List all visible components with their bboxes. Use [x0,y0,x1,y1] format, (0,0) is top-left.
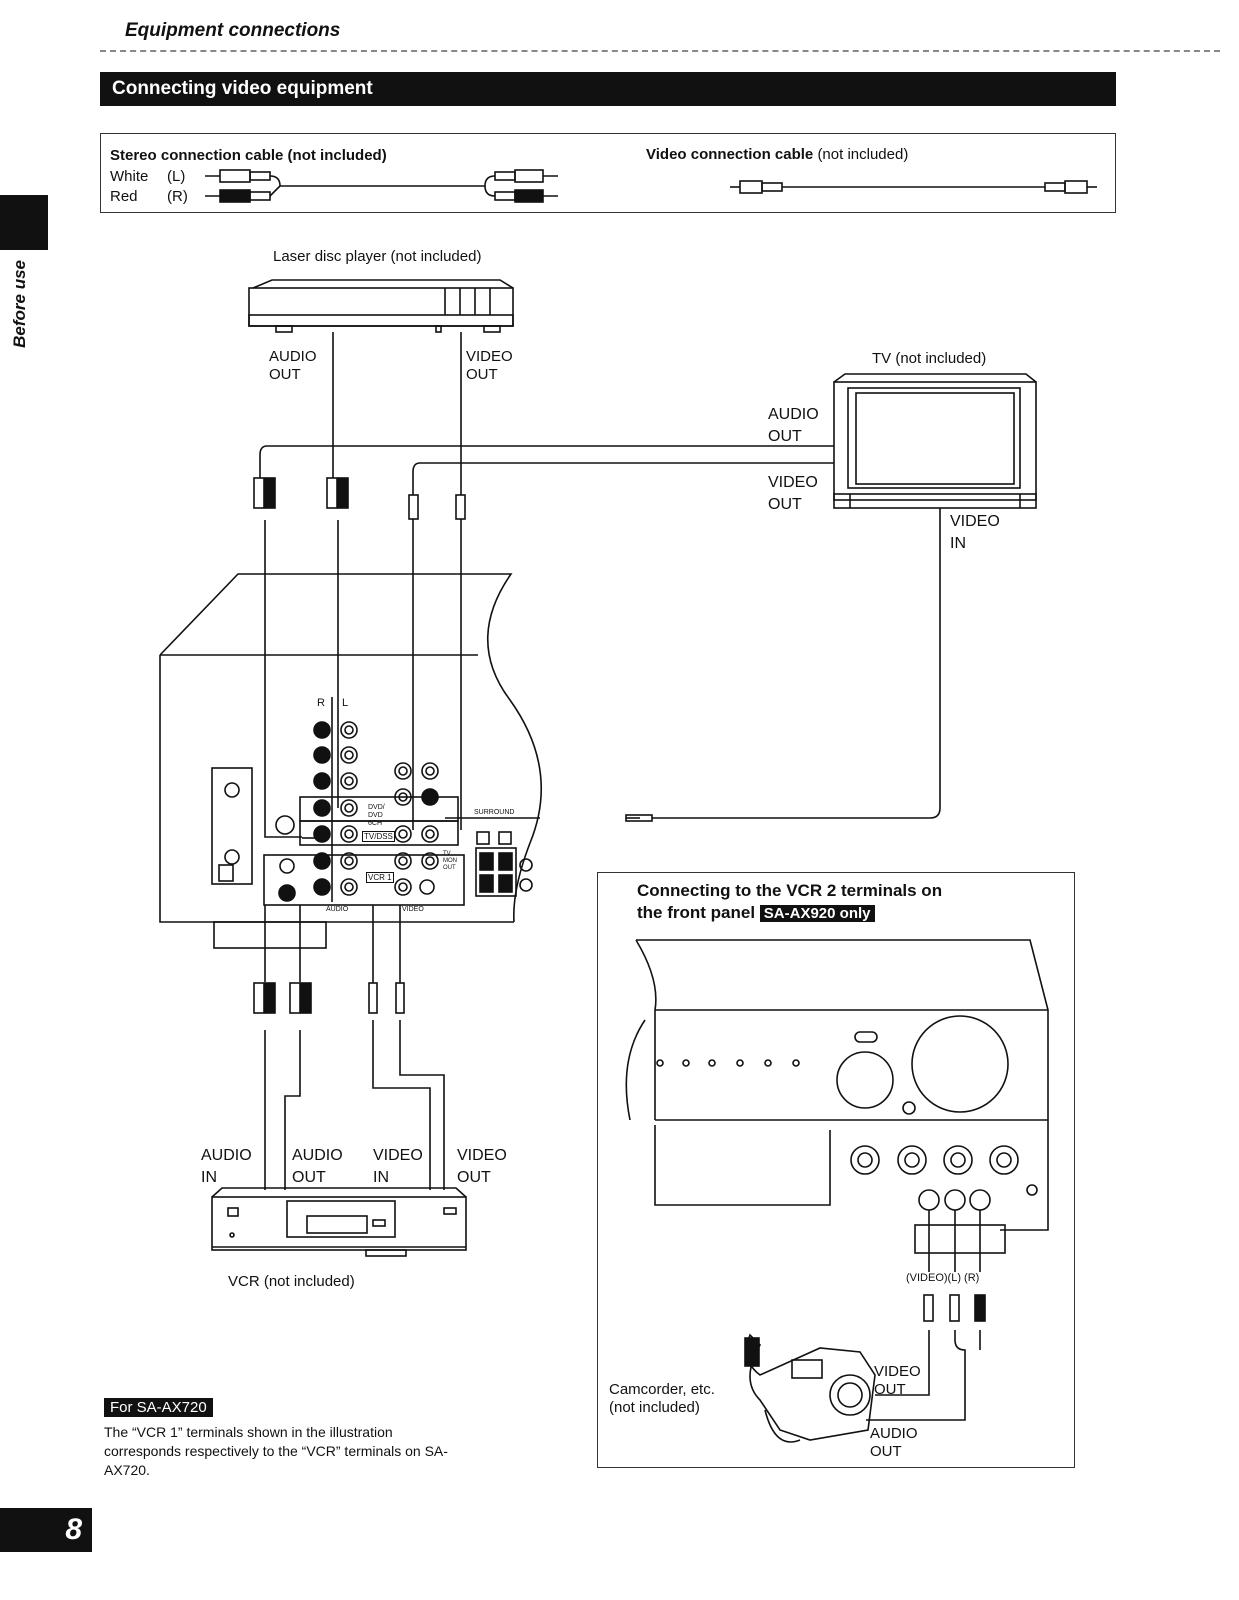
page-header: Equipment connections [125,20,341,41]
upper-plugs [253,477,466,520]
vcr2-inset-box [597,872,1075,1468]
video-group-label: VIDEO [402,906,424,913]
laser-disc-label: Laser disc player (not included) [273,248,482,265]
audio-group-label: AUDIO [326,906,349,913]
receiver-rear-drawing: R L [159,573,543,949]
camcorder-drawing [744,1333,876,1443]
red-channel: (R) [167,188,188,205]
video-cable-title: Video connection cable [646,146,814,163]
r-channel-label: R [317,697,325,709]
dvd-jack-label: DVD/ DVD 6CH [368,804,385,827]
video-cable-drawing [730,180,1097,194]
model-badge: SA-AX920 only [759,905,875,922]
tv-drawing [833,373,1037,509]
lower-plugs [253,982,405,1014]
monitor-out-label: TV MON OUT [443,851,457,871]
side-tab-marker [0,195,48,250]
tv-label: TV (not included) [872,350,987,367]
vcr-drawing [211,1187,467,1257]
cables-lower [264,905,445,1190]
front-panel-drawing [625,939,1049,1421]
white-channel: (L) [167,168,186,185]
video-cable-note: (not included) [817,146,909,163]
cable-legend-box [100,133,1116,213]
surround-label: SURROUND [474,809,515,816]
stereo-cable-drawing [205,169,558,203]
note-text: The “VCR 1” terminals shown in the illus… [104,1424,448,1478]
header-rule [100,50,1220,52]
red-label: Red [110,188,138,205]
cables-upper [259,332,941,839]
laser-disc-player-drawing [248,279,514,333]
l-channel-label: L [342,697,348,709]
front-plugs [923,1294,986,1322]
page-number: 8 [0,1508,92,1552]
note-badge: For SA-AX720 [104,1398,213,1417]
vcr-label: VCR (not included) [228,1273,355,1290]
front-jack-labels: (VIDEO)(L) (R) [906,1272,980,1284]
section-title: Connecting video equipment [100,72,1116,106]
white-label: White [110,168,149,185]
vcr1-jack-label: VCR 1 [366,872,394,883]
tvdss-jack-label: TV/DSS [362,831,395,842]
stereo-cable-title: Stereo connection cable (not included) [110,147,387,164]
inset-title: Connecting to the VCR 2 terminals on the… [637,881,943,922]
camcorder-label: Camcorder, etc.(not included) [609,1381,715,1416]
